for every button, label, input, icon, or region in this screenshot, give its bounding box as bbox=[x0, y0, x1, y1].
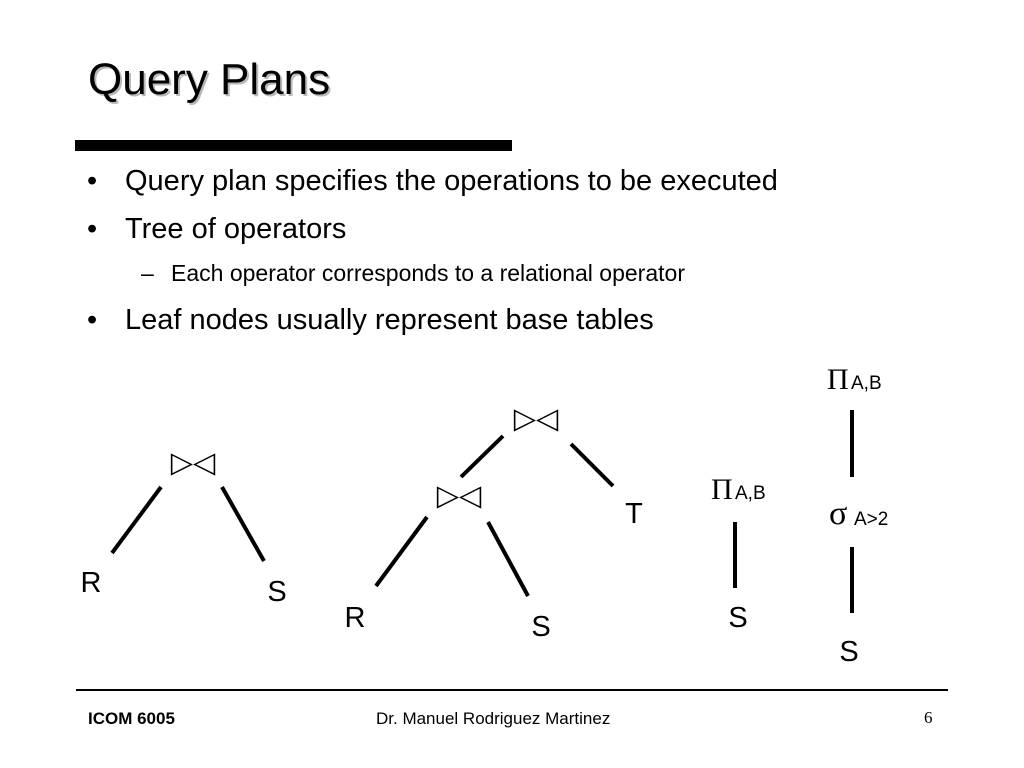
title-underline bbox=[75, 140, 512, 151]
leaf-relation: S bbox=[728, 602, 747, 634]
page-number: 6 bbox=[924, 708, 933, 727]
footer-course: ICOM 6005 bbox=[88, 709, 175, 728]
leaf-relation: R bbox=[345, 602, 366, 634]
projection-operator: Π bbox=[711, 473, 733, 506]
sub-bullet-text: Each operator corresponds to a relationa… bbox=[171, 260, 685, 286]
sub-bullet-item: – Each operator corresponds to a relatio… bbox=[141, 260, 685, 286]
tree-edge bbox=[459, 434, 505, 479]
tree-edge bbox=[569, 442, 615, 488]
bullet-text: Query plan specifies the operations to b… bbox=[125, 165, 778, 197]
selection-operator: σ bbox=[829, 495, 847, 532]
bullet-marker: • bbox=[87, 165, 98, 197]
projection-attributes: A,B bbox=[735, 483, 766, 504]
tree-edge bbox=[110, 485, 163, 555]
footer-author: Dr. Manuel Rodriguez Martinez bbox=[376, 709, 611, 728]
bullet-item: • Leaf nodes usually represent base tabl… bbox=[87, 304, 654, 336]
join-operator: ▷◁ bbox=[514, 403, 559, 435]
selection-condition: A>2 bbox=[854, 509, 888, 530]
tree-edge bbox=[374, 515, 429, 588]
bullet-item: • Tree of operators bbox=[87, 213, 347, 245]
leaf-relation: S bbox=[839, 636, 858, 668]
join-operator: ▷◁ bbox=[171, 447, 216, 479]
projection-attributes: A,B bbox=[851, 373, 882, 394]
query-tree-project-select-s: Π A,B σ A>2 S bbox=[827, 363, 888, 668]
bullet-marker: • bbox=[87, 213, 98, 245]
bullet-text: Tree of operators bbox=[125, 213, 347, 245]
bullet-item: • Query plan specifies the operations to… bbox=[87, 165, 778, 197]
projection-operator: Π bbox=[827, 363, 849, 396]
slide-title: Query Plans bbox=[88, 55, 331, 104]
join-operator: ▷◁ bbox=[437, 480, 482, 512]
footer-divider bbox=[76, 689, 948, 691]
query-tree-join-r-s-t: ▷◁ ▷◁ T R S bbox=[345, 403, 644, 643]
leaf-relation: T bbox=[625, 498, 643, 530]
query-tree-project-s: Π A,B S bbox=[711, 473, 766, 634]
bullet-marker: • bbox=[87, 304, 98, 336]
leaf-relation: R bbox=[81, 567, 102, 599]
bullet-text: Leaf nodes usually represent base tables bbox=[125, 304, 654, 336]
sub-bullet-marker: – bbox=[141, 260, 154, 286]
tree-edge bbox=[486, 521, 530, 597]
query-tree-join-r-s: ▷◁ R S bbox=[81, 447, 287, 608]
leaf-relation: S bbox=[531, 611, 550, 643]
tree-edge bbox=[220, 486, 266, 562]
leaf-relation: S bbox=[267, 576, 286, 608]
bullet-list: • Query plan specifies the operations to… bbox=[0, 0, 1024, 360]
